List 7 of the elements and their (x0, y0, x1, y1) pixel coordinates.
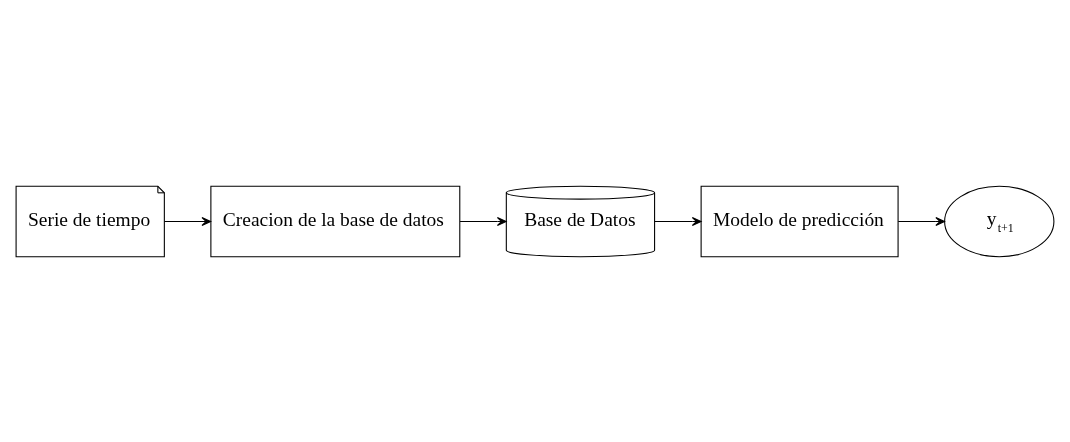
arrow (654, 216, 702, 226)
node-box: Modelo de predicción (700, 185, 899, 257)
node-box: Creacion de la base de datos (210, 185, 461, 257)
node-ellipse: y$_{t+1}$ (944, 185, 1055, 257)
arrow (163, 216, 212, 226)
arrow (459, 216, 507, 226)
arrow (897, 216, 946, 226)
